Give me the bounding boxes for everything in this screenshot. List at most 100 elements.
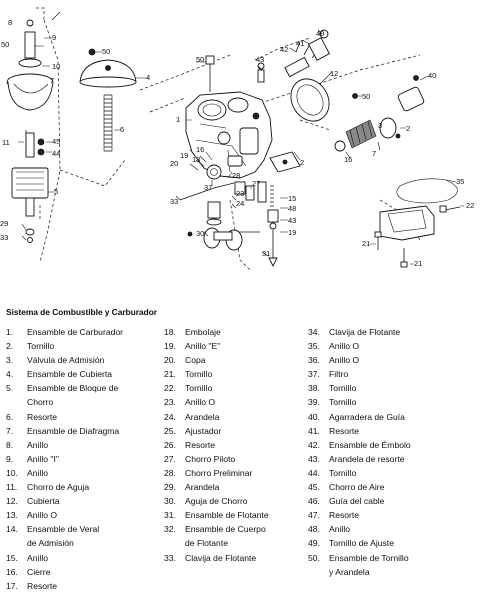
legend-item: 21.Tornillo xyxy=(164,367,304,381)
legend-item-text: Anillo O xyxy=(329,341,360,352)
legend-item-number: 18. xyxy=(164,327,176,337)
legend-item-number: 16. xyxy=(6,566,18,577)
callout-30: 30 xyxy=(196,229,204,238)
leader-lines xyxy=(18,11,464,265)
callout-7b: 7 xyxy=(372,149,376,158)
callout-33a: 33 xyxy=(0,233,8,242)
legend-item: 46.Guía del cable xyxy=(308,494,478,508)
legend-item-label: Resorte xyxy=(329,424,359,438)
legend-item-number: 7. xyxy=(6,425,14,436)
legend-item-number: 37. xyxy=(308,369,320,380)
legend-item-text: Aguja de Chorro xyxy=(185,496,248,507)
legend-item: 10.Anillo xyxy=(6,466,156,480)
legend-item-number: 31. xyxy=(164,510,176,521)
legend-item-label: Ensamble de Cubierta xyxy=(27,367,112,381)
legend-item: 17.Resorte xyxy=(6,579,156,593)
legend-item-label: Chorro Piloto xyxy=(185,452,235,466)
callout-8: 8 xyxy=(8,18,12,27)
callout-13: 13 xyxy=(192,155,200,164)
legend-item-number: 12. xyxy=(6,496,18,507)
callout-48: 48 xyxy=(288,204,296,213)
legend-item-number: 22. xyxy=(164,383,176,394)
legend-item-number: 41. xyxy=(308,425,320,436)
legend-item: 41. Resorte xyxy=(308,424,478,438)
legend-item-text: Tornillo de Ajuste xyxy=(329,538,394,549)
legend-item-label: Tornillo xyxy=(329,395,356,409)
legend-item-number: 11. xyxy=(6,482,18,493)
legend-item: 27. Chorro Piloto xyxy=(164,452,304,466)
legend-item-text: Anillo O xyxy=(329,355,360,366)
legend-item-label: Anillo O xyxy=(185,395,215,409)
legend-item-label: Filtro xyxy=(329,367,348,381)
callout-19b: 19 xyxy=(180,151,188,160)
legend-item-number: 43. xyxy=(308,453,320,464)
legend-item-label: Chorro Preliminar xyxy=(185,466,252,480)
legend-item-text: Anillo "I" xyxy=(27,453,59,464)
legend-item-label: Agarradera de Guía xyxy=(329,410,405,424)
callout-37: 37 xyxy=(204,183,212,192)
legend-item-number: 29. xyxy=(164,482,176,493)
legend-item: 16. Cierre xyxy=(6,565,156,579)
exploded-parts-diagram: 8 50 9 10 7 50 4 6 11 45 44 5 29 33 50 1… xyxy=(0,7,474,271)
legend-item-text: Resorte xyxy=(27,411,58,422)
callout-21b: 21 xyxy=(414,259,422,268)
legend-item-label: Tornillo xyxy=(185,367,212,381)
legend-item-label: Resorte xyxy=(185,438,215,452)
cover-and-spring xyxy=(79,48,137,152)
legend-item: 34.Clavija de Flotante xyxy=(308,325,478,339)
callout-22: 22 xyxy=(466,201,474,210)
callout-16b: 16 xyxy=(196,145,204,154)
legend-item-label: Anillo O xyxy=(329,353,359,367)
legend-item-text-continued: y Arandela xyxy=(329,566,370,577)
legend-item-text: Cierre xyxy=(27,566,51,577)
legend-item-number: 48. xyxy=(308,524,320,535)
callout-44: 44 xyxy=(52,149,60,158)
legend-item: 47. Resorte xyxy=(308,508,478,522)
legend-item: 4.Ensamble de Cubierta xyxy=(6,367,156,381)
legend-item-label: Anillo O xyxy=(27,508,57,522)
legend-item-number: 8. xyxy=(6,439,14,450)
legend-item-label: Chorro de Aire xyxy=(329,480,384,494)
callout-12: 12 xyxy=(330,69,338,78)
legend-item-text: Ensamble de Diafragma xyxy=(27,425,120,436)
legend-item-number: 17. xyxy=(6,580,18,591)
legend-item-text: Anillo xyxy=(27,439,49,450)
legend-item-number: 34. xyxy=(308,327,320,337)
legend-item-text: Filtro xyxy=(329,369,349,380)
legend-item-number: 47. xyxy=(308,510,320,521)
legend-item: 19.Anillo "E" xyxy=(164,339,304,353)
legend-item-text: Chorro de Aguja xyxy=(27,482,90,493)
legend-item-label: Anillo xyxy=(27,466,48,480)
legend-item-text: Copa xyxy=(185,355,206,366)
callout-40b: 40 xyxy=(428,71,436,80)
legend-item-label: Resorte xyxy=(329,508,359,522)
legend-item-number: 42. xyxy=(308,439,320,450)
callout-31: 31 xyxy=(262,249,270,258)
legend-item-number: 45. xyxy=(308,482,320,493)
callout-50d: 50 xyxy=(362,92,370,101)
legend-item-text: Chorro Piloto xyxy=(185,453,236,464)
legend-item: 49.Tornillo de Ajuste xyxy=(308,536,478,550)
legend-item-label: Copa xyxy=(185,353,206,367)
legend-item-number: 25. xyxy=(164,425,176,436)
legend-item-number: 15. xyxy=(6,552,18,563)
diagram-svg: 8 50 9 10 7 50 4 6 11 45 44 5 29 33 50 1… xyxy=(0,7,474,271)
legend-item-text-continued: de Admisión xyxy=(27,538,74,549)
legend-item-number: 27. xyxy=(164,453,176,464)
legend-title: Sistema de Combustible y Carburador xyxy=(6,307,157,317)
legend-item: 7. Ensamble de Diafragma xyxy=(6,424,156,438)
callout-5: 5 xyxy=(54,187,58,196)
legend-item-number: 6. xyxy=(6,411,14,422)
legend-item-label: Clavija de Flotante xyxy=(185,551,256,565)
legend-item: 3.Válvula de Admisión xyxy=(6,353,156,367)
legend-item: 18.Embolaje xyxy=(164,325,304,339)
legend-item-number: 50. xyxy=(308,552,320,563)
legend-item: 8. Anillo xyxy=(6,438,156,452)
legend-item-label: Ensamble de Émbolo xyxy=(329,438,411,452)
